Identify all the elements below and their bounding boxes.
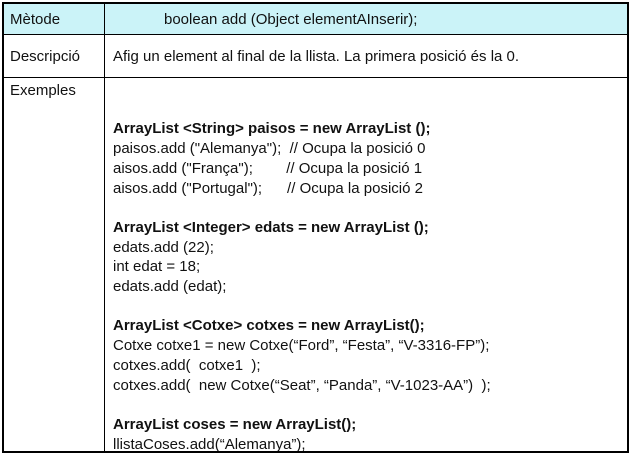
code-line-declaration: ArrayList <Cotxe> cotxes = new ArrayList… <box>113 317 425 335</box>
descripcio-label-cell: Descripció <box>4 35 105 78</box>
code-line: aisos.add ("França"); // Ocupa la posici… <box>113 159 423 177</box>
code-line: cotxes.add( cotxe1 ); <box>113 356 261 374</box>
metode-signature-cell: boolean add (Object elementAInserir); <box>105 4 627 35</box>
method-signature: boolean add (Object elementAInserir); <box>164 10 418 28</box>
code-line: aisos.add ("Portugal"); // Ocupa la posi… <box>113 179 423 197</box>
code-line: int edat = 18; <box>113 258 201 276</box>
code-line: llistaCoses.add(“Alemanya”); <box>113 435 306 451</box>
code-line: cotxes.add( new Cotxe(“Seat”, “Panda”, “… <box>113 376 491 394</box>
metode-label: Mètode <box>10 10 61 28</box>
descripcio-text: Afig un element al final de la llista. L… <box>113 47 520 65</box>
metode-label-cell: Mètode <box>4 4 105 35</box>
code-line: edats.add (22); <box>113 238 214 256</box>
code-line-declaration: ArrayList <String> paisos = new ArrayLis… <box>113 120 431 138</box>
code-line <box>113 395 627 415</box>
code-line: paisos.add ("Alemanya"); // Ocupa la pos… <box>113 140 426 158</box>
code-line <box>113 198 627 218</box>
code-block: ArrayList <String> paisos = new ArrayLis… <box>105 78 627 451</box>
code-line: edats.add (edat); <box>113 278 227 296</box>
code-line <box>113 297 627 317</box>
code-line: Cotxe cotxe1 = new Cotxe(“Ford”, “Festa”… <box>113 337 490 355</box>
exemples-label: Exemples <box>10 82 76 99</box>
code-line-declaration: ArrayList <Integer> edats = new ArrayLis… <box>113 218 429 236</box>
method-doc-table: Mètode boolean add (Object elementAInser… <box>2 2 629 453</box>
descripcio-label: Descripció <box>10 47 81 65</box>
exemples-label-cell: Exemples <box>4 78 105 451</box>
descripcio-text-cell: Afig un element al final de la llista. L… <box>105 35 627 78</box>
code-line-declaration: ArrayList coses = new ArrayList(); <box>113 415 357 433</box>
